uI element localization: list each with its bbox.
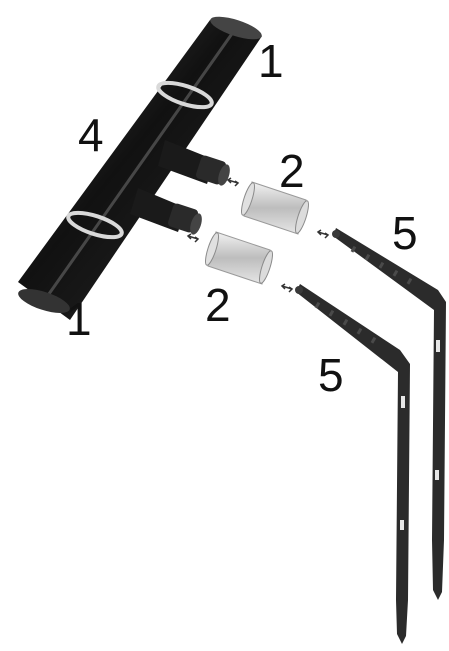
tube-lower xyxy=(203,232,275,285)
callout-tube-upper: 2 xyxy=(279,148,305,194)
callout-stake-upper: 5 xyxy=(392,210,418,256)
callout-pipe-top: 1 xyxy=(258,38,284,84)
stake-lower xyxy=(295,284,410,644)
callout-tube-lower: 2 xyxy=(205,282,231,328)
callout-pipe-bottom: 1 xyxy=(66,296,92,342)
stake-upper xyxy=(332,228,446,600)
callout-tee-manifold: 4 xyxy=(78,112,104,158)
callout-stake-lower: 5 xyxy=(318,352,344,398)
